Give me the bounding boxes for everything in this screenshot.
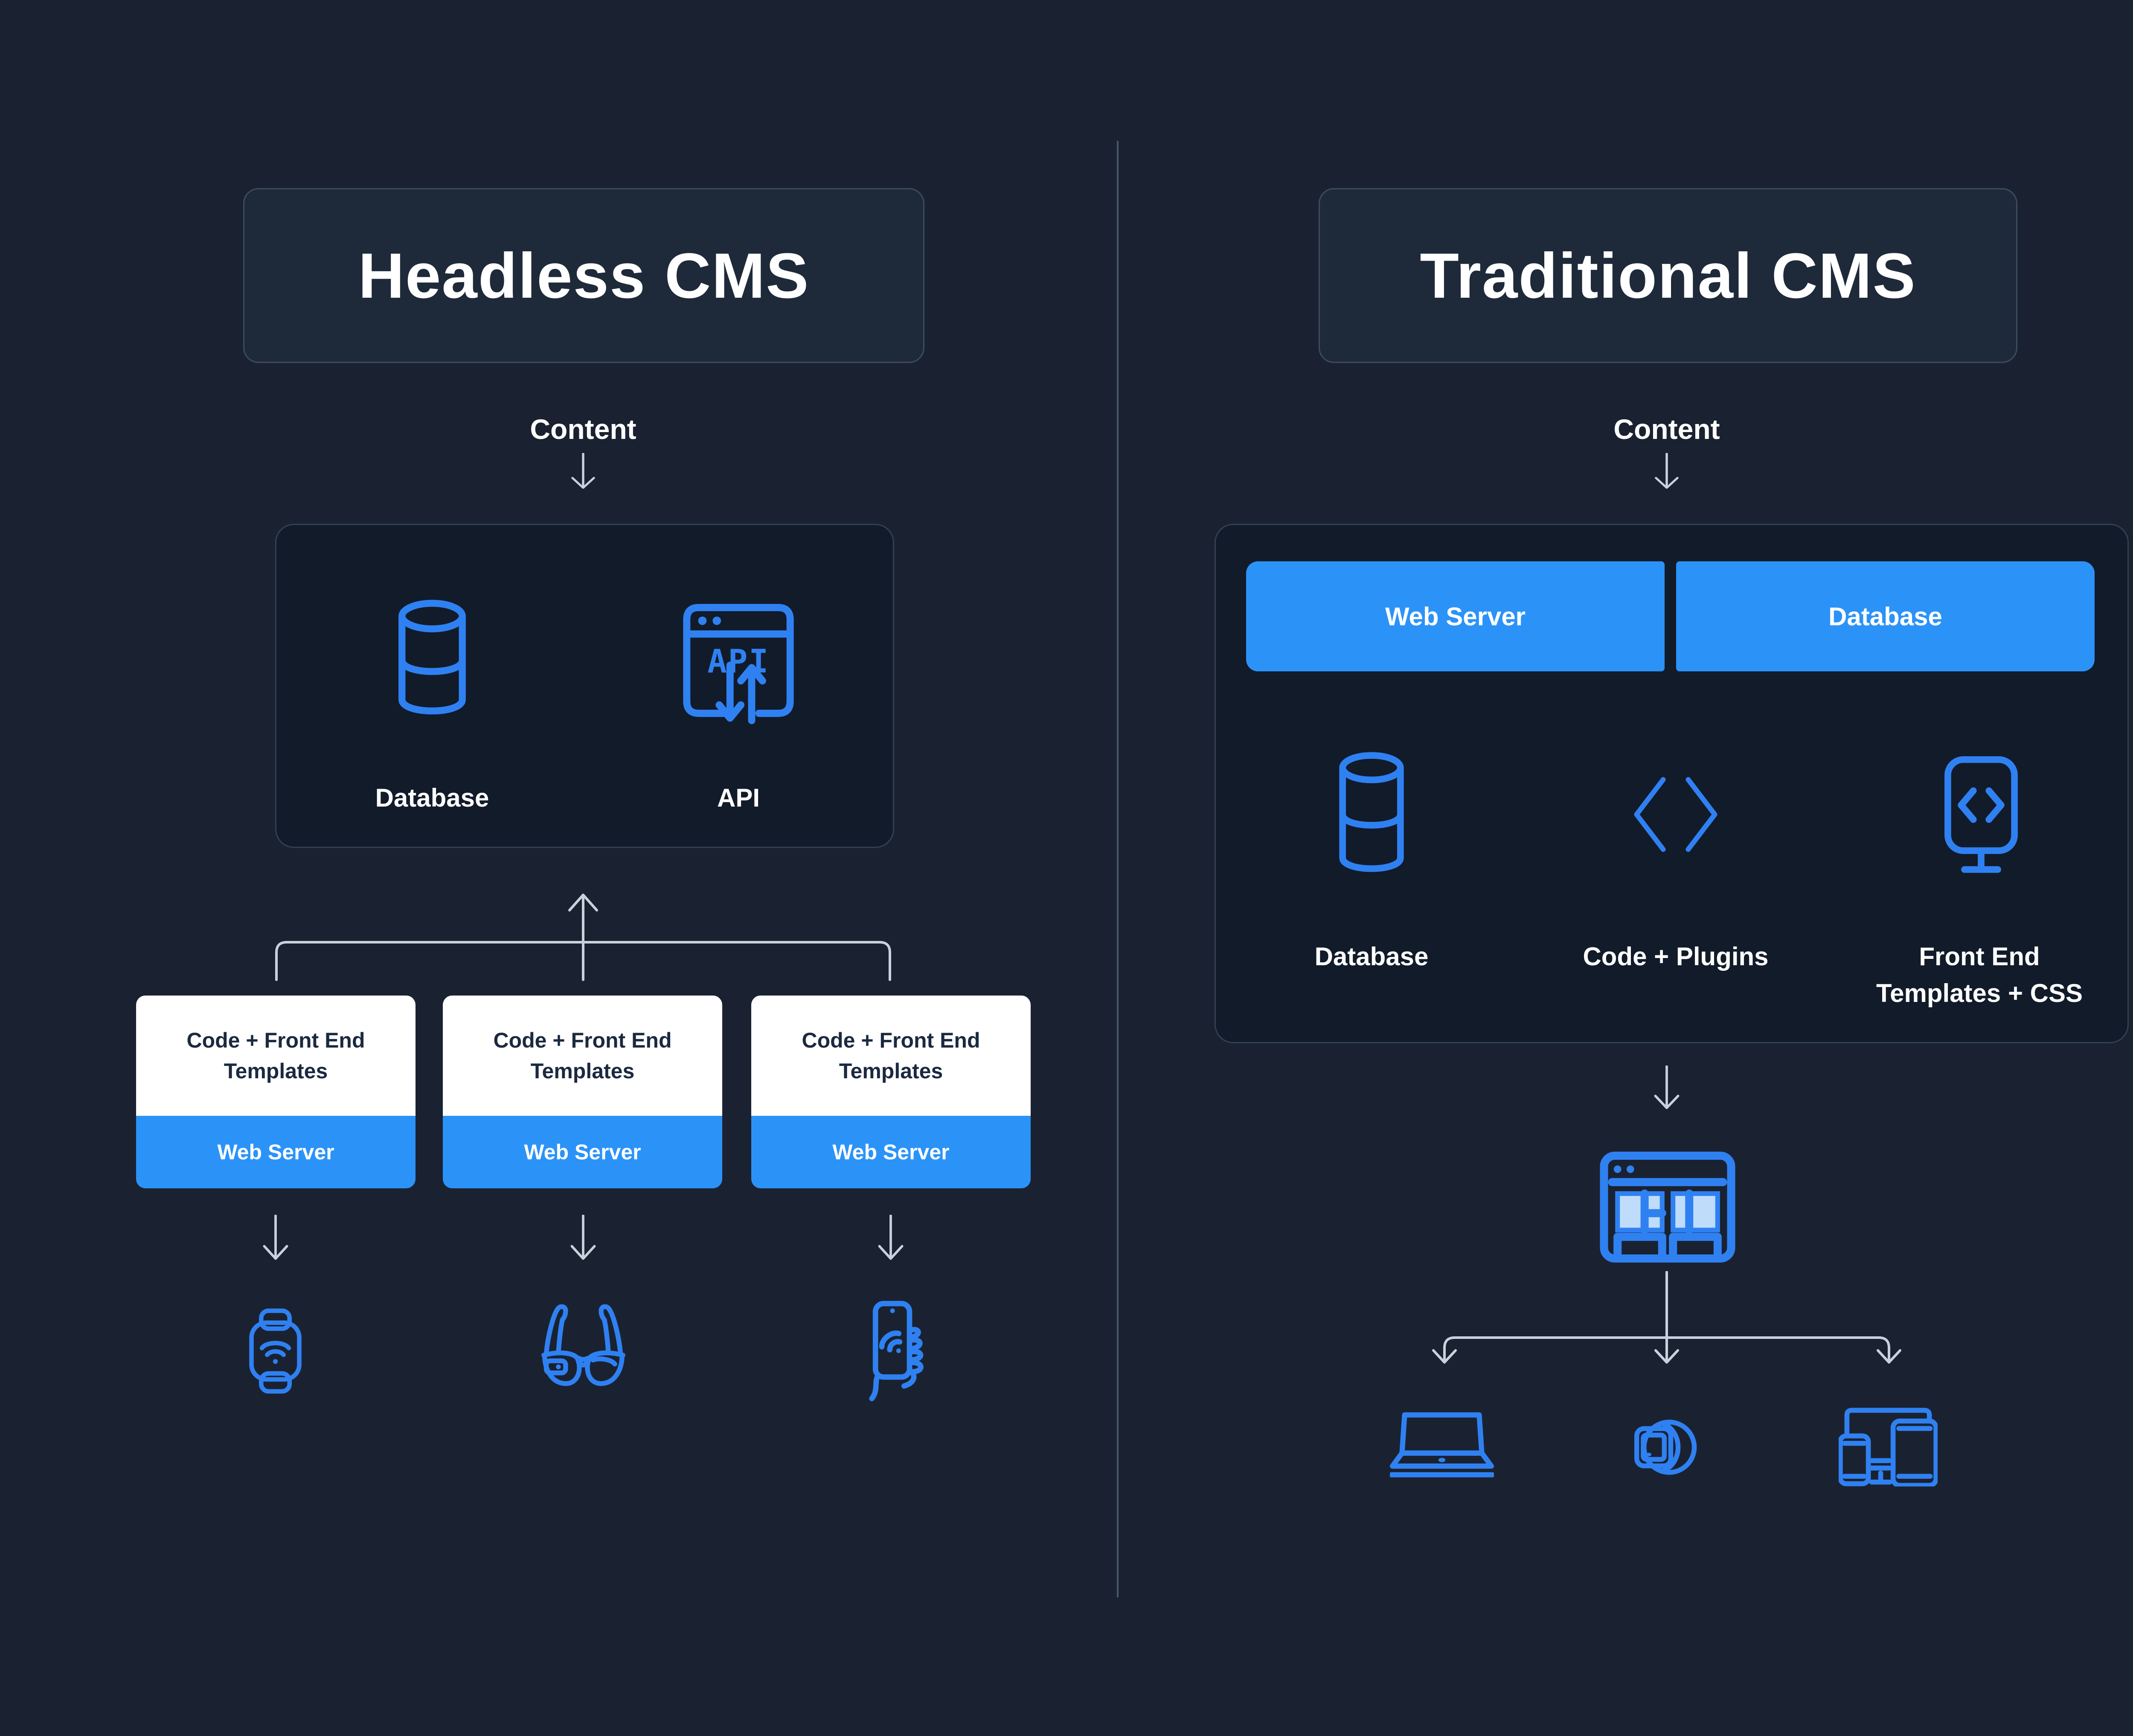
server-card-line1: Code + Front End xyxy=(802,1028,980,1052)
server-card: Code + Front End Templates Web Server xyxy=(136,996,416,1188)
browser-wireframe-icon xyxy=(1600,1152,1735,1263)
responsive-devices-icon xyxy=(1839,1408,1938,1486)
server-card-line2: Templates xyxy=(224,1059,328,1083)
server-card-templates: Code + Front End Templates xyxy=(136,996,416,1116)
web-server-box: Web Server xyxy=(1246,561,1665,671)
server-card-line2: Templates xyxy=(530,1059,635,1083)
headless-database-label: Database xyxy=(375,784,489,812)
headless-content-label: Content xyxy=(530,413,636,445)
traditional-frontend-label: Front End Templates + CSS xyxy=(1809,938,2133,1012)
phone-in-hand-icon xyxy=(869,1301,924,1402)
down-arrow-icon xyxy=(571,453,595,489)
server-card-templates: Code + Front End Templates xyxy=(443,996,722,1116)
merge-bracket xyxy=(275,894,891,981)
frontend-label-line1: Front End xyxy=(1919,942,2040,971)
api-icon: API xyxy=(683,604,794,724)
server-card-line1: Code + Front End xyxy=(493,1028,672,1052)
traditional-title: Traditional CMS xyxy=(1420,239,1916,311)
round-smartwatch-icon xyxy=(1634,1420,1697,1475)
code-brackets-icon xyxy=(1634,777,1717,852)
traditional-content-label: Content xyxy=(1613,413,1720,445)
headless-title-box: Headless CMS xyxy=(243,188,924,363)
down-arrow-icon xyxy=(570,1215,596,1260)
laptop-icon xyxy=(1390,1412,1494,1478)
down-arrow-icon xyxy=(1654,1065,1680,1109)
database-icon xyxy=(1339,752,1404,872)
server-card-webserver: Web Server xyxy=(443,1116,722,1188)
frontend-label-line2: Templates + CSS xyxy=(1876,979,2083,1007)
server-card-line2: Templates xyxy=(839,1059,943,1083)
headless-api-label: API xyxy=(717,784,760,812)
traditional-title-box: Traditional CMS xyxy=(1319,188,2017,363)
server-card-line1: Code + Front End xyxy=(186,1028,365,1052)
down-arrow-icon xyxy=(263,1215,288,1260)
server-card: Code + Front End Templates Web Server xyxy=(751,996,1031,1188)
headless-title: Headless CMS xyxy=(358,239,810,311)
down-arrow-icon xyxy=(878,1215,904,1260)
smartwatch-icon xyxy=(249,1308,302,1394)
database-box: Database xyxy=(1676,561,2095,671)
database-icon xyxy=(398,600,466,714)
split-bracket xyxy=(1432,1271,1901,1364)
column-divider xyxy=(1117,141,1119,1597)
server-card-templates: Code + Front End Templates xyxy=(751,996,1031,1116)
server-card: Code + Front End Templates Web Server xyxy=(443,996,722,1188)
traditional-code-label: Code + Plugins xyxy=(1583,942,1769,971)
server-card-webserver: Web Server xyxy=(751,1116,1031,1188)
frontend-monitor-icon xyxy=(1944,756,2018,873)
down-arrow-icon xyxy=(1655,453,1679,489)
traditional-database-label: Database xyxy=(1314,942,1429,971)
server-card-webserver: Web Server xyxy=(136,1116,416,1188)
smart-glasses-icon xyxy=(541,1304,625,1386)
